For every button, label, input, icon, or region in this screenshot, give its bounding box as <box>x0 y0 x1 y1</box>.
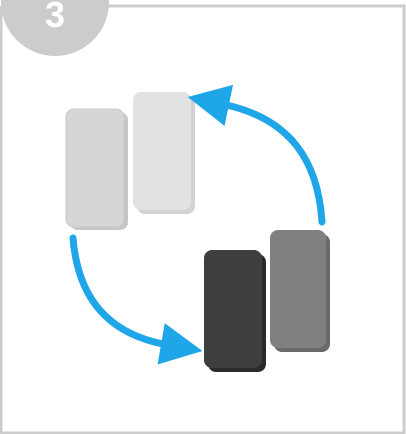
light-card-back <box>133 92 195 214</box>
grey-card-back <box>270 230 330 352</box>
frame-border <box>1 6 404 433</box>
rotate-arrow-up-icon <box>222 104 322 222</box>
dark-card-front <box>204 250 266 372</box>
rotate-arrow-down-icon <box>73 238 168 345</box>
step-number: 3 <box>22 0 88 34</box>
light-card-front <box>66 109 128 230</box>
